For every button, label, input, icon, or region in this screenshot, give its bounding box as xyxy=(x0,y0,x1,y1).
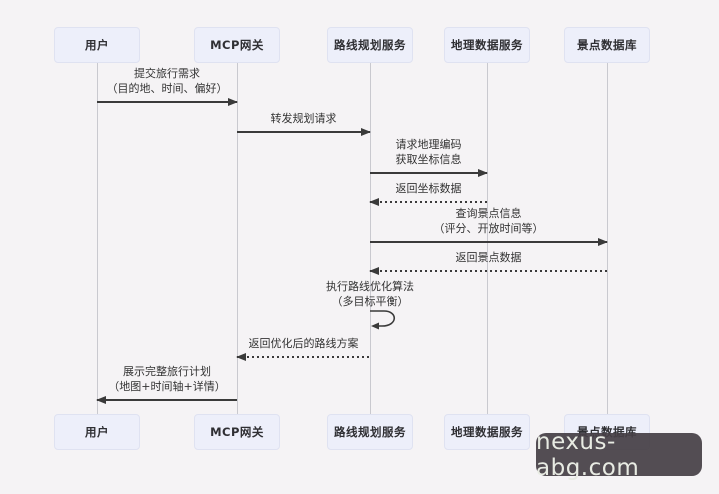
arrowhead-left-icon xyxy=(369,198,379,206)
actor-box-user-top: 用户 xyxy=(54,27,140,63)
actor-label: 景点数据库 xyxy=(577,38,637,52)
actor-box-route-planning-bottom: 路线规划服务 xyxy=(327,414,413,450)
message-label: 查询景点信息（评分、开放时间等） xyxy=(433,207,544,235)
lifeline-route-planning-service xyxy=(370,63,371,414)
arrow-line-solid xyxy=(96,396,237,404)
actor-box-route-planning-top: 路线规划服务 xyxy=(327,27,413,63)
actor-box-geo-data-bottom: 地理数据服务 xyxy=(444,414,530,450)
lifeline-mcp-gateway xyxy=(237,63,238,414)
arrowhead-left-icon xyxy=(96,396,106,404)
message-request-geocoding: 请求地理编码获取坐标信息 xyxy=(370,137,488,177)
actor-label: 用户 xyxy=(85,425,109,439)
actor-label: 路线规划服务 xyxy=(334,38,406,52)
arrow-line-dashed xyxy=(236,353,370,361)
message-label: 返回坐标数据 xyxy=(395,182,462,195)
arrowhead-right-icon xyxy=(228,98,238,106)
arrowhead-right-icon xyxy=(361,128,371,136)
actor-box-mcp-gateway-top: MCP网关 xyxy=(194,27,280,63)
actor-label: 地理数据服务 xyxy=(451,425,523,439)
arrow-line-dashed xyxy=(369,198,487,206)
arrow-line-solid xyxy=(370,169,488,177)
message-run-route-optimization: 执行路线优化算法 （多目标平衡） xyxy=(326,280,414,308)
watermark-badge: nexus-abg.com xyxy=(536,429,702,481)
actor-label: MCP网关 xyxy=(210,38,264,52)
watermark-text: nexus-abg.com xyxy=(536,428,640,481)
arrowhead-right-icon xyxy=(478,169,488,177)
message-label: 展示完整旅行计划（地图+时间轴+详情） xyxy=(108,365,226,393)
arrow-line-solid xyxy=(237,128,371,136)
actor-box-mcp-gateway-bottom: MCP网关 xyxy=(194,414,280,450)
arrow-line-solid xyxy=(97,98,238,106)
actor-box-poi-database-top: 景点数据库 xyxy=(564,27,650,63)
actor-label: 路线规划服务 xyxy=(334,425,406,439)
arrow-line-solid xyxy=(370,238,608,246)
arrowhead-left-icon xyxy=(236,353,246,361)
message-return-coordinate-data: 返回坐标数据 xyxy=(369,181,487,206)
lifeline-geo-data-service xyxy=(487,63,488,414)
message-label: 返回优化后的路线方案 xyxy=(248,337,359,350)
message-label: 返回景点数据 xyxy=(455,251,522,264)
message-forward-planning-request: 转发规划请求 xyxy=(237,111,371,136)
arrowhead-right-icon xyxy=(598,238,608,246)
message-label: 转发规划请求 xyxy=(270,112,337,125)
message-label: 请求地理编码获取坐标信息 xyxy=(395,138,462,166)
message-return-poi-data: 返回景点数据 xyxy=(369,250,607,275)
message-show-complete-travel-plan: 展示完整旅行计划（地图+时间轴+详情） xyxy=(96,364,237,404)
message-label: 提交旅行需求（目的地、时间、偏好） xyxy=(106,67,228,95)
lifeline-user xyxy=(97,63,98,414)
message-return-optimized-route: 返回优化后的路线方案 xyxy=(236,336,370,361)
actor-box-geo-data-top: 地理数据服务 xyxy=(444,27,530,63)
arrowhead-left-icon xyxy=(369,267,379,275)
arrow-line-dashed xyxy=(369,267,607,275)
message-query-poi-info: 查询景点信息（评分、开放时间等） xyxy=(370,206,608,246)
actor-label: 用户 xyxy=(85,38,109,52)
actor-box-user-bottom: 用户 xyxy=(54,414,140,450)
self-loop-arrow-icon xyxy=(370,310,396,330)
actor-label: MCP网关 xyxy=(210,425,264,439)
actor-label: 地理数据服务 xyxy=(451,38,523,52)
message-submit-travel-request: 提交旅行需求（目的地、时间、偏好） xyxy=(97,66,238,106)
